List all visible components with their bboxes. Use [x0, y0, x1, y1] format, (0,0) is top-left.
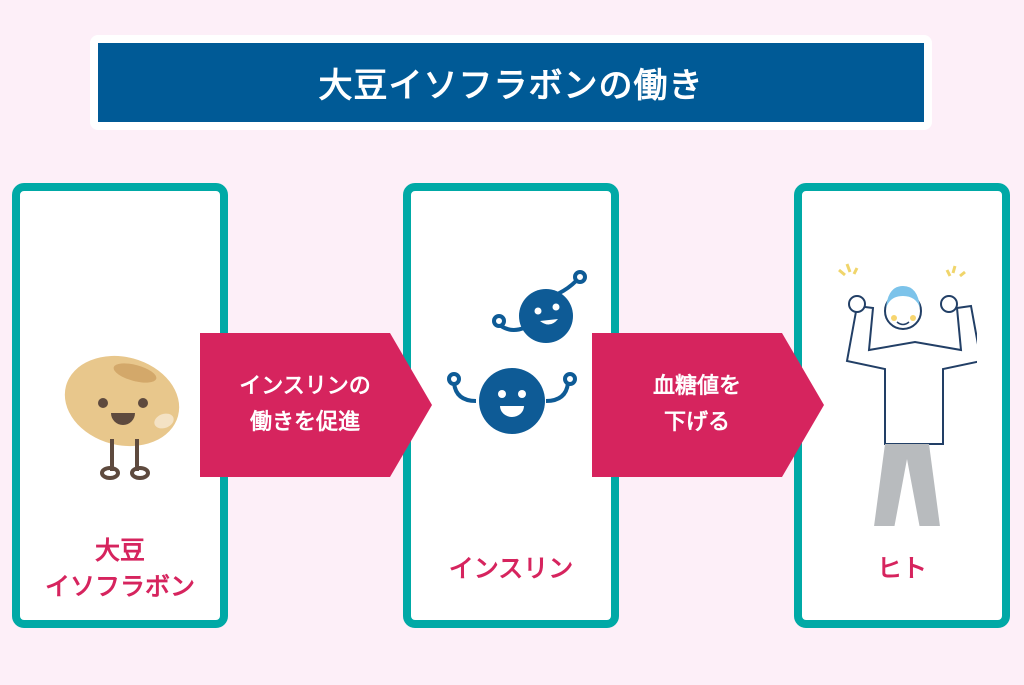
- card-insulin: インスリン: [403, 183, 619, 628]
- arrow-text-line2: 働きを促進: [249, 410, 360, 435]
- card-human: ヒト: [794, 183, 1010, 628]
- title-banner: 大豆イソフラボンの働き: [90, 35, 932, 130]
- card-soy-isoflavone: 大豆 イソフラボン: [12, 183, 228, 628]
- soybean-character-icon: [64, 355, 180, 480]
- card-label-human: ヒト: [876, 554, 927, 583]
- arrow-text-line1: インスリンの: [239, 374, 371, 399]
- arrow-shape: [200, 333, 432, 477]
- flexing-man-icon: [838, 263, 977, 526]
- arrow-promote-insulin: インスリンの 働きを促進: [200, 333, 432, 477]
- arrow-text-line2: 下げる: [663, 410, 730, 435]
- card-label-insulin: インスリン: [448, 554, 574, 583]
- page-title: 大豆イソフラボンの働き: [98, 43, 924, 122]
- arrow-text-line1: 血糖値を: [652, 374, 741, 399]
- arrow-lower-blood-sugar: 血糖値を 下げる: [592, 333, 824, 477]
- card-label-soy-line2: イソフラボン: [44, 572, 195, 601]
- insulin-characters-icon: [447, 270, 587, 434]
- arrow-shape: [592, 333, 824, 477]
- card-label-soy-line1: 大豆: [94, 536, 145, 565]
